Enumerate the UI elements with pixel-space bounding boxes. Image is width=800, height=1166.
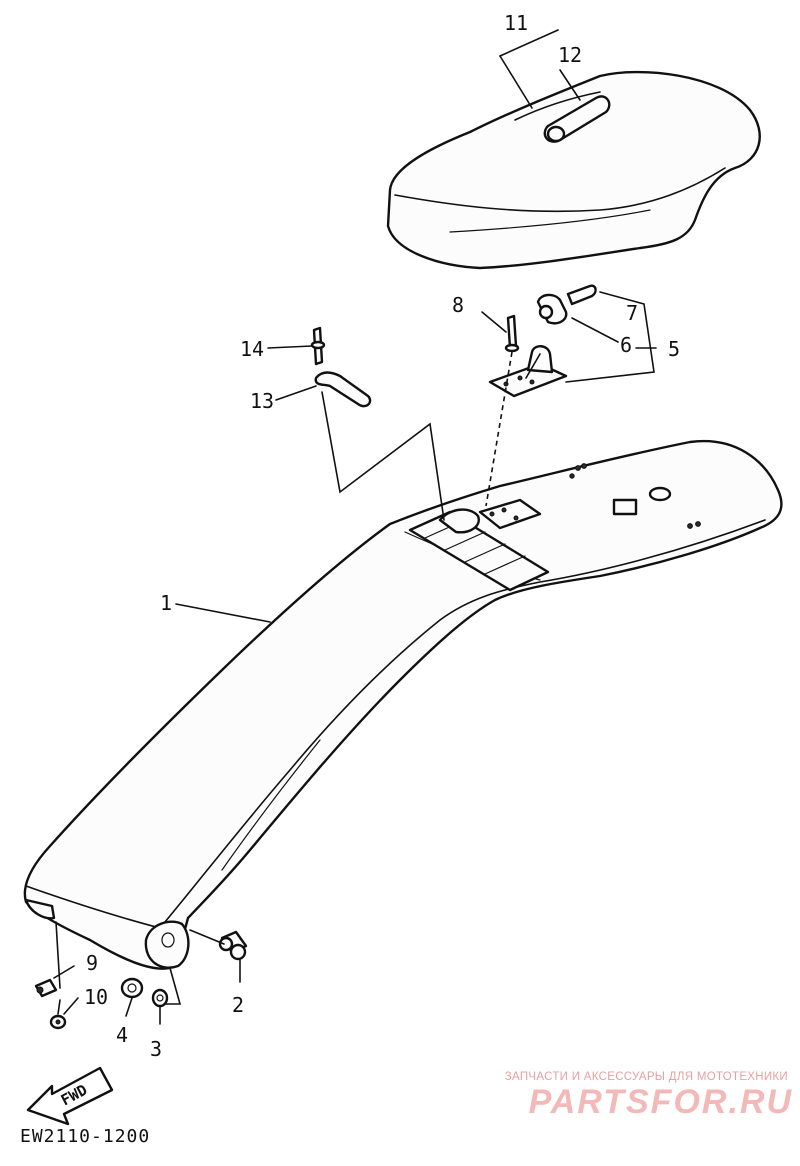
callout-8: 8 (452, 293, 464, 317)
callout-5: 5 (668, 337, 680, 361)
callout-1: 1 (160, 591, 172, 615)
callout-13: 13 (250, 389, 274, 413)
pin (504, 314, 520, 353)
callout-14: 14 (240, 337, 264, 361)
watermark-logo: PARTSFOR.RU (528, 1083, 793, 1121)
seat (386, 70, 761, 270)
watermark-tagline: ЗАПЧАСТИ И АКСЕССУАРЫ ДЛЯ МОТОТЕХНИКИ (504, 1071, 788, 1083)
callout-3: 3 (150, 1037, 162, 1061)
bolt-part-2 (218, 930, 248, 961)
callout-labels: 11 12 8 7 6 5 14 13 1 9 10 2 4 3 (84, 11, 680, 1061)
seat-bracket (543, 95, 611, 143)
callout-10: 10 (84, 985, 108, 1009)
bolt (310, 326, 326, 366)
callout-6: 6 (620, 333, 632, 357)
grommet-part-4 (120, 977, 144, 999)
callout-11: 11 (504, 11, 528, 35)
callout-2: 2 (232, 993, 244, 1017)
callout-4: 4 (116, 1023, 128, 1047)
callout-9: 9 (86, 951, 98, 975)
rear-fender (23, 439, 783, 970)
forward-arrow-icon: FWD (26, 1066, 114, 1126)
nut-part-10 (49, 1014, 67, 1030)
hinge-assembly (488, 284, 597, 398)
drawing-code: EW2110-1200 (20, 1126, 151, 1147)
callout-7: 7 (626, 301, 638, 325)
strap (314, 371, 372, 408)
screw-part-9 (34, 978, 58, 998)
leader-lines (53, 29, 657, 1025)
callout-12: 12 (558, 43, 582, 67)
